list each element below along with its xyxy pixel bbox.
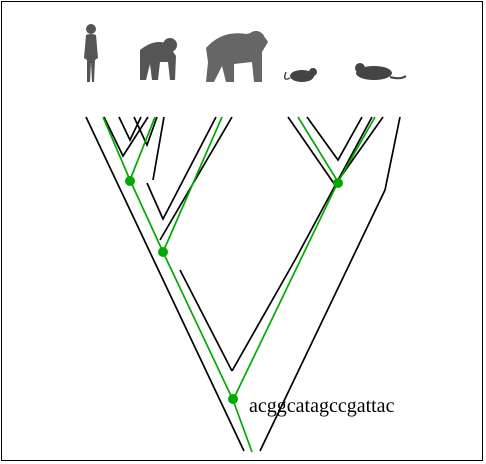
node-great-apes [158, 247, 168, 257]
mouse-icon [285, 68, 317, 82]
node-rodents [333, 178, 343, 188]
node-human-chimp [125, 176, 135, 186]
rat-icon [355, 63, 406, 80]
gorilla-icon [206, 31, 268, 82]
root-sequence-label: acggcatagccgattac [249, 395, 395, 417]
human-icon [84, 24, 98, 82]
gene-nodes [125, 176, 343, 404]
node-root [228, 394, 238, 404]
chimpanzee-icon [140, 38, 177, 80]
